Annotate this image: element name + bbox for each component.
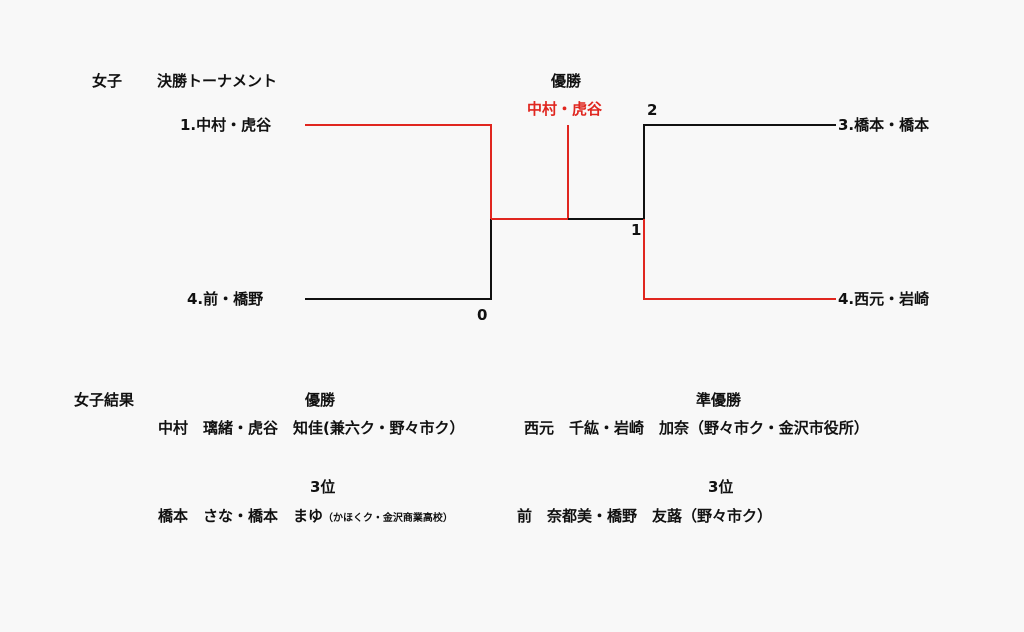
bracket-heading-right: 決勝トーナメント [157, 72, 278, 90]
third-place-a-affiliation: （かほくク・金沢商業高校） [323, 513, 453, 524]
third-place-a-names: 橋本 さな・橋本 まゆ（かほくク・金沢商業高校） [158, 507, 453, 528]
score-final: 1 [631, 221, 642, 239]
champion-label: 優勝 [551, 72, 582, 90]
second-place-names: 西元 千紘・岩崎 加奈（野々市ク・金沢市役所） [524, 419, 869, 437]
bracket-line-top-right [643, 124, 836, 219]
score-left-semifinal: 0 [477, 306, 488, 324]
third-place-a-label: 3位 [310, 478, 336, 496]
results-heading: 女子結果 [74, 391, 135, 409]
player-top-right: 3.橋本・橋本 [838, 116, 930, 134]
player-bottom-right: 4.西元・岩崎 [838, 290, 930, 308]
bracket-heading-left: 女子 [92, 72, 123, 90]
first-place-label: 優勝 [305, 391, 336, 409]
third-place-b-label: 3位 [708, 478, 734, 496]
champion-name: 中村・虎谷 [527, 100, 603, 118]
player-top-left: 1.中村・虎谷 [180, 116, 272, 134]
score-right-semifinal: 2 [647, 101, 658, 119]
third-place-a-players: 橋本 さな・橋本 まゆ [158, 507, 324, 525]
bracket-line-top-left [305, 124, 492, 219]
third-place-b-names: 前 奈都美・橋野 友蕗（野々市ク） [517, 507, 773, 525]
second-place-label: 準優勝 [696, 391, 742, 409]
bracket-line-bottom-left [305, 219, 492, 300]
player-bottom-left: 4.前・橋野 [187, 290, 264, 308]
first-place-names: 中村 璃緒・虎谷 知佳(兼六ク・野々市ク） [158, 419, 465, 437]
bracket-line-bottom-right [643, 219, 836, 300]
